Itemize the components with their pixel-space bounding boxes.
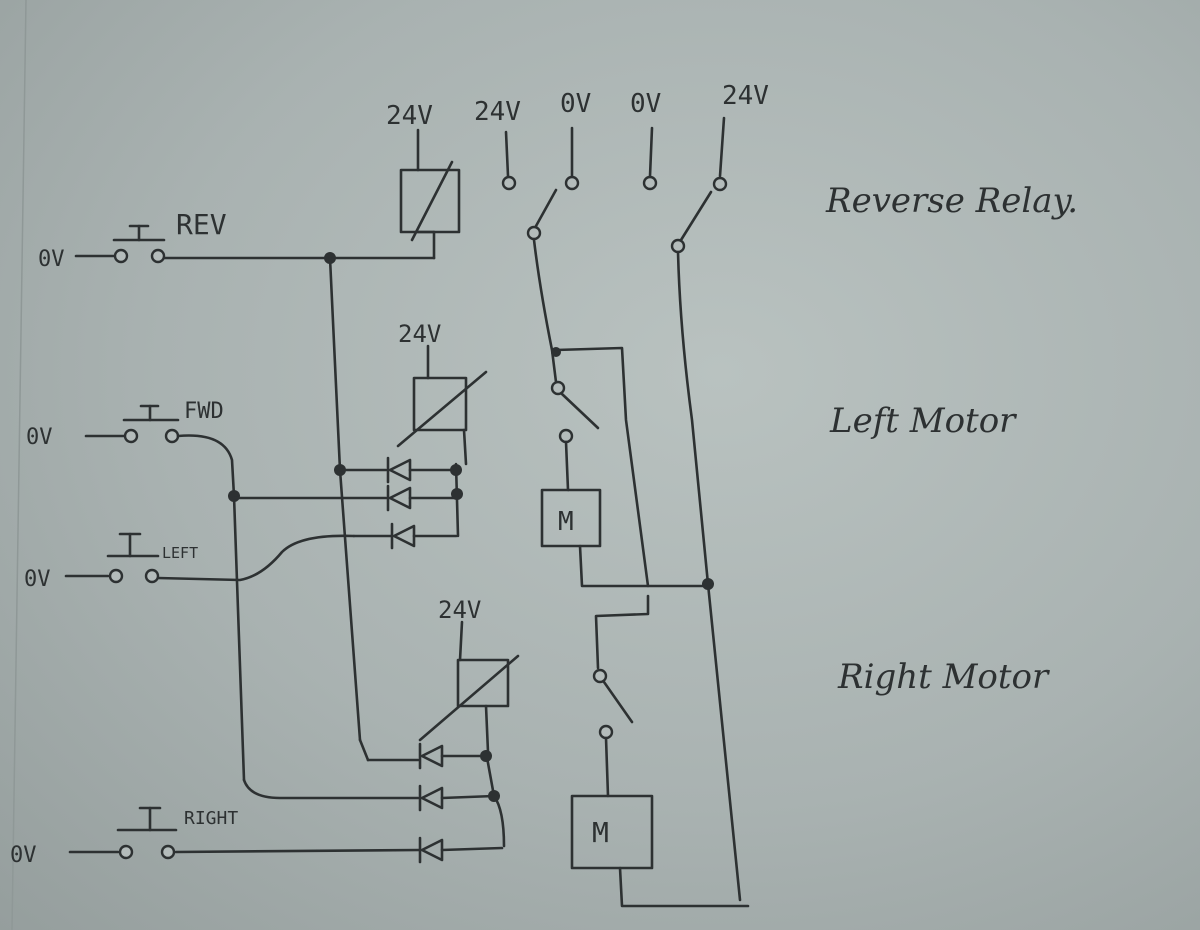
left-relay-diodes [232, 456, 463, 550]
right-relay-diodes [418, 742, 506, 864]
reverse-relay-label: Reverse Relay. [825, 181, 1078, 221]
left-motor-label: Left Motor [829, 401, 1017, 441]
left-motor-relay-coil [396, 344, 488, 466]
margin-line [11, 0, 27, 930]
fwd-pushbutton: 0V FWD [26, 399, 224, 450]
fwd-label: FWD [184, 399, 224, 424]
supply-label-2: 0V [560, 89, 591, 119]
left-label: LEFT [162, 544, 198, 562]
fwd-ground-label: 0V [26, 425, 53, 450]
right-motor: M [570, 794, 654, 870]
rev-label: REV [176, 208, 227, 241]
right-motor-relay-coil [418, 620, 520, 754]
right-pushbutton: 0V RIGHT [10, 806, 238, 868]
left-pushbutton: 0V LEFT [24, 532, 198, 592]
supply-label-4: 24V [722, 81, 769, 111]
rev-pushbutton: 0V REV [38, 208, 227, 272]
left-motor: M [540, 488, 602, 548]
supply-label-coil: 24V [386, 101, 433, 131]
reverse-relay-contacts [501, 116, 728, 254]
supply-label-1: 24V [474, 97, 521, 127]
right-coil-supply-label: 24V [438, 596, 481, 624]
left-coil-supply-label: 24V [398, 320, 441, 348]
right-motor-label: Right Motor [837, 657, 1050, 697]
right-label: RIGHT [184, 808, 238, 829]
rev-ground-label: 0V [38, 247, 65, 272]
right-motor-symbol: M [592, 816, 609, 849]
left-ground-label: 0V [24, 567, 51, 592]
reverse-relay-coil [399, 128, 461, 260]
supply-label-3: 0V [630, 89, 661, 119]
right-ground-label: 0V [10, 843, 37, 868]
left-motor-symbol: M [558, 507, 574, 537]
